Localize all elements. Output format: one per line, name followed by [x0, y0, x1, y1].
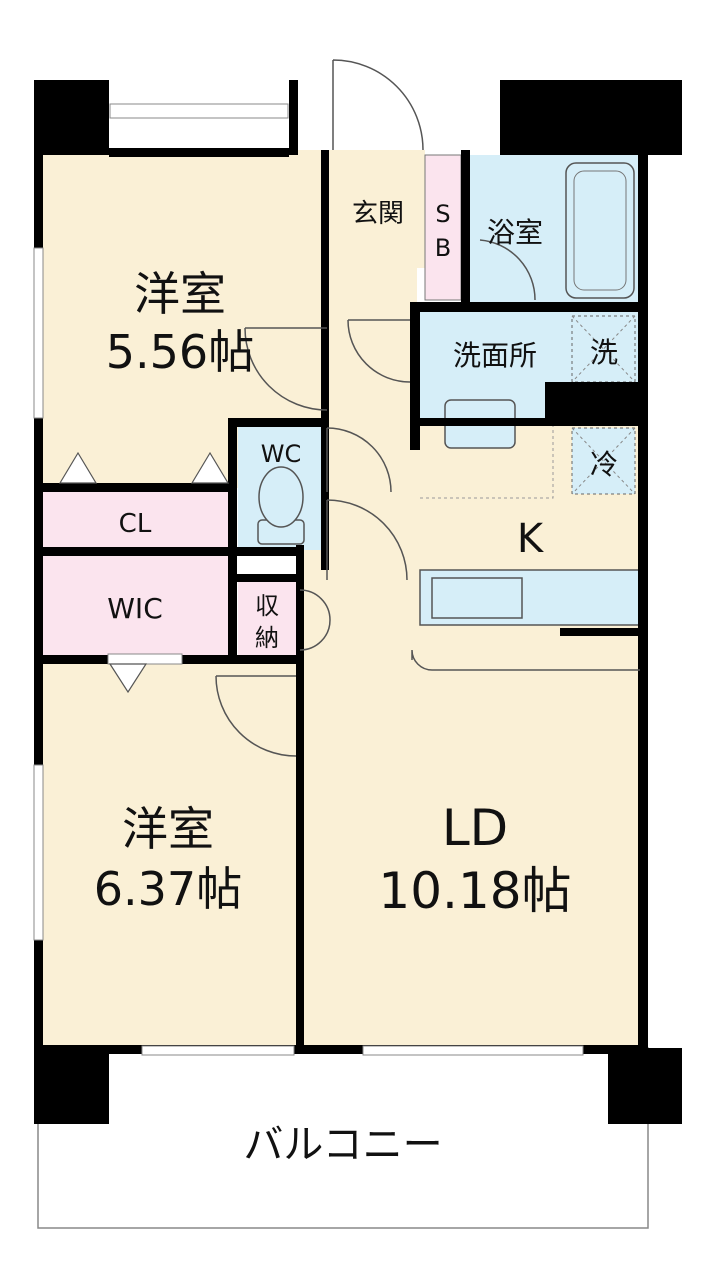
shoe-box-floor: [424, 154, 462, 301]
shoe-box-label-2: B: [435, 234, 451, 262]
washer-label: 洗: [590, 336, 618, 369]
western-room-1-size: 5.56帖: [106, 325, 254, 379]
walls: [34, 80, 682, 1124]
wic-floor: [40, 556, 230, 658]
washroom-name: 洗面所: [453, 339, 537, 372]
ld-name: LD: [442, 799, 508, 857]
closet-door-markers: [58, 451, 230, 694]
fridge-label: 冷: [590, 448, 618, 481]
balcony-name: バルコニー: [243, 1122, 442, 1168]
western-room-2-floor: [40, 662, 302, 1050]
entrance-floor: [327, 150, 425, 268]
shoe-box-label-1: S: [435, 200, 450, 228]
kitchen-name: K: [517, 516, 545, 562]
storage-floor: [238, 582, 296, 658]
bathroom-name: 浴室: [487, 216, 543, 249]
wic-name: WIC: [107, 592, 163, 625]
counter-sink: [431, 577, 523, 619]
western-room-2-name: 洋室: [122, 802, 214, 856]
bathtub-inner: [573, 170, 627, 291]
balcony-area: [37, 1047, 649, 1229]
western-room-1-name: 洋室: [134, 267, 226, 321]
toilet-name: WC: [261, 440, 302, 468]
door-swings: [215, 59, 640, 757]
closet-name: CL: [119, 509, 152, 539]
western-room-2-size: 6.37帖: [94, 862, 242, 916]
storage-label-2: 納: [255, 624, 279, 652]
closet-floor: [40, 490, 230, 548]
storage-label-1: 収: [255, 592, 279, 620]
bathtub: [565, 162, 635, 299]
entrance-name: 玄関: [352, 199, 404, 229]
windows: [33, 103, 584, 1056]
ld-size: 10.18帖: [378, 862, 571, 920]
fridge-space: [571, 427, 636, 495]
washer-space: [571, 315, 636, 383]
toilet-fixture: [257, 466, 305, 545]
